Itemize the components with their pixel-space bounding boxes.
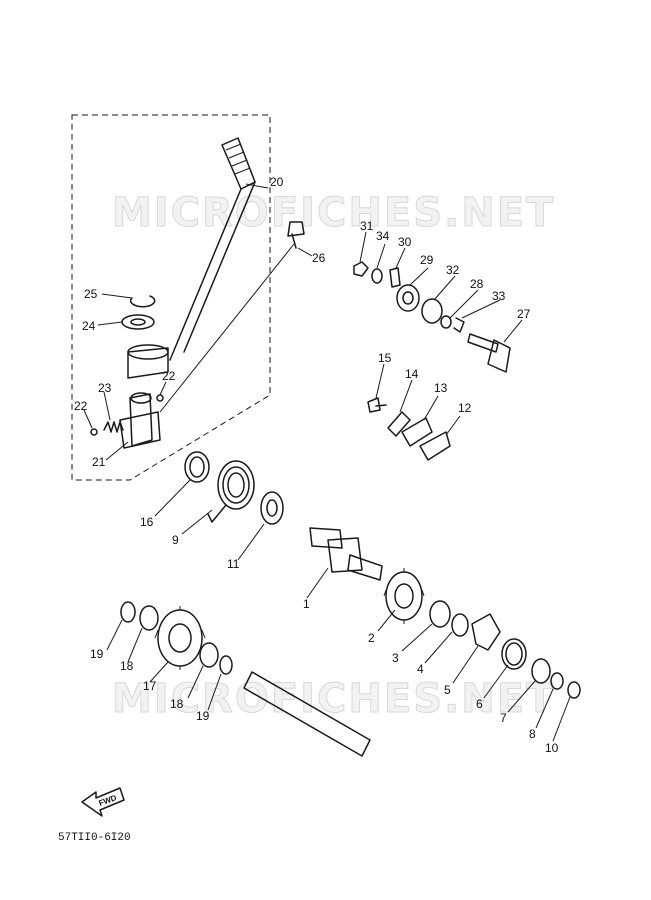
part-26-bolt[interactable]: [159, 221, 305, 413]
callout-3: 3: [392, 651, 399, 665]
callout-31: 31: [360, 219, 374, 233]
callout-22-right: 22: [162, 369, 176, 383]
part-34-washer[interactable]: [371, 268, 383, 284]
callout-1: 1: [303, 597, 310, 611]
callout-30: 30: [398, 235, 412, 249]
callout-5: 5: [444, 683, 451, 697]
part-9-torsion-spring[interactable]: [207, 460, 255, 523]
part-19-circlip-lower[interactable]: [219, 655, 233, 675]
fwd-arrow: FWD: [81, 787, 125, 817]
part-18-washer-lower[interactable]: [199, 642, 219, 668]
part-24-washer[interactable]: [121, 314, 155, 330]
callout-33: 33: [492, 289, 506, 303]
callout-23: 23: [98, 381, 112, 395]
part-21-kick-boss[interactable]: [119, 392, 161, 449]
callout-12: 12: [458, 401, 472, 415]
callout-8: 8: [529, 727, 536, 741]
callout-7: 7: [500, 711, 507, 725]
callout-14: 14: [405, 367, 419, 381]
part-5-ratchet-wheel[interactable]: [471, 613, 501, 651]
callout-19-upper: 19: [90, 647, 104, 661]
part-8-circlip[interactable]: [550, 672, 564, 690]
part-23-spring[interactable]: [103, 421, 124, 433]
part-11-collar[interactable]: [260, 491, 284, 525]
callout-11: 11: [227, 557, 240, 571]
callout-25: 25: [84, 287, 98, 301]
leader-lines: [83, 183, 571, 742]
part-14-plate[interactable]: [387, 411, 411, 437]
callout-22-left: 22: [74, 399, 88, 413]
callout-34: 34: [376, 229, 390, 243]
part-2-kick-gear[interactable]: [383, 568, 425, 624]
watermark-top: MICROFICHES.NET: [112, 190, 555, 236]
part-12-plate[interactable]: [419, 431, 451, 461]
callout-21: 21: [92, 455, 106, 469]
callout-19-lower: 19: [196, 709, 210, 723]
part-6-spring[interactable]: [501, 638, 527, 670]
part-4-circlip[interactable]: [451, 613, 469, 637]
part-27-kick-idle-shaft[interactable]: [467, 333, 511, 373]
part-18-washer-upper[interactable]: [139, 605, 159, 631]
callout-17: 17: [143, 679, 157, 693]
callout-4: 4: [417, 662, 424, 676]
part-16-oil-seal[interactable]: [184, 451, 210, 483]
callout-6: 6: [476, 697, 483, 711]
part-22-ball-right[interactable]: [156, 394, 164, 402]
part-22-ball-left[interactable]: [90, 428, 98, 436]
callout-29: 29: [420, 253, 434, 267]
callout-26: 26: [312, 251, 326, 265]
callout-13: 13: [434, 381, 448, 395]
part-33-spring-clip[interactable]: [453, 317, 465, 333]
shaft: [243, 671, 371, 757]
part-20-kick-lever[interactable]: [127, 137, 256, 379]
drawing-code: 57TII0-6I20: [58, 832, 131, 844]
part-29-bearing[interactable]: [396, 284, 420, 312]
part-17-idle-gear[interactable]: [154, 606, 206, 670]
part-1-kick-axle[interactable]: [309, 527, 383, 581]
part-31-nut[interactable]: [353, 261, 369, 277]
part-25-circlip[interactable]: [129, 295, 156, 308]
part-15-bolt[interactable]: [367, 397, 387, 413]
callout-16: 16: [140, 515, 154, 529]
callout-20: 20: [270, 175, 284, 189]
callout-32: 32: [446, 263, 460, 277]
callout-28: 28: [470, 277, 484, 291]
part-28-circlip[interactable]: [440, 315, 452, 329]
part-10-circlip[interactable]: [567, 681, 581, 699]
part-3-washer[interactable]: [429, 600, 451, 628]
callout-2: 2: [368, 631, 375, 645]
callout-15: 15: [378, 351, 392, 365]
callout-27: 27: [517, 307, 531, 321]
part-13-plate[interactable]: [401, 417, 433, 447]
callout-18-upper: 18: [120, 659, 134, 673]
part-19-circlip-upper[interactable]: [120, 601, 136, 623]
callout-9: 9: [172, 533, 179, 547]
callout-18-lower: 18: [170, 697, 184, 711]
part-30-clip[interactable]: [389, 267, 401, 288]
kick-lever-assembly-boundary: [71, 114, 271, 481]
watermark-bottom: MICROFICHES.NET: [112, 676, 555, 722]
part-32-washer[interactable]: [421, 298, 443, 324]
callout-10: 10: [545, 741, 559, 755]
callout-24: 24: [82, 319, 96, 333]
part-7-washer[interactable]: [531, 658, 551, 684]
